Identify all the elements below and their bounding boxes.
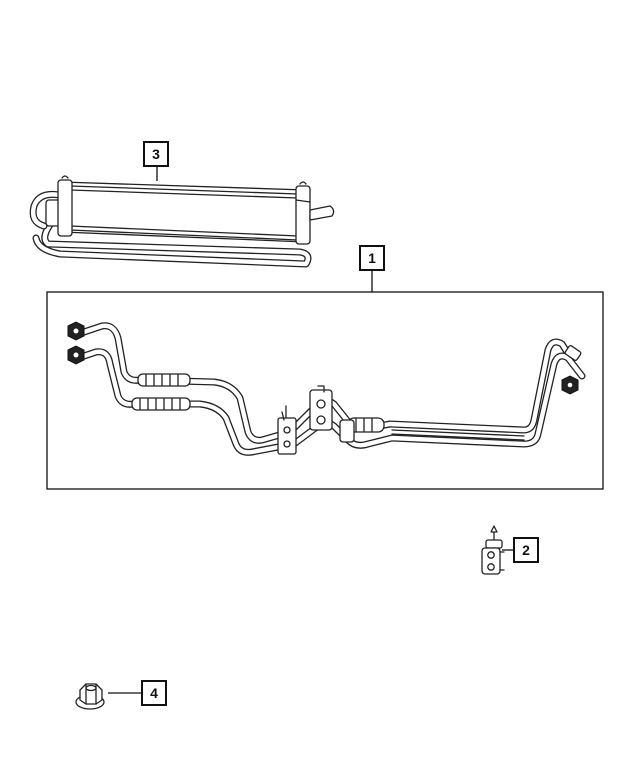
center-mount-brackets	[277, 385, 355, 455]
hose-sleeve-lower	[131, 397, 191, 411]
transmission-oil-cooler	[29, 175, 335, 268]
callout-4: 4	[141, 680, 167, 706]
right-fittings	[561, 345, 582, 395]
left-fitting-nuts	[67, 321, 85, 365]
hose-sleeve-upper	[137, 373, 191, 387]
hose-sleeve-center	[347, 417, 385, 433]
callout-1-label: 1	[368, 250, 376, 266]
callout-3: 3	[143, 141, 169, 167]
callout-1: 1	[359, 245, 385, 271]
callout-3-label: 3	[152, 146, 160, 162]
cooler-lines-assembly	[67, 321, 586, 456]
callout-2: 2	[513, 537, 539, 563]
flange-nut	[75, 683, 105, 710]
part-1-frame	[46, 291, 604, 490]
callout-2-label: 2	[522, 542, 530, 558]
line-clip	[481, 525, 505, 575]
callout-4-label: 4	[150, 685, 158, 701]
